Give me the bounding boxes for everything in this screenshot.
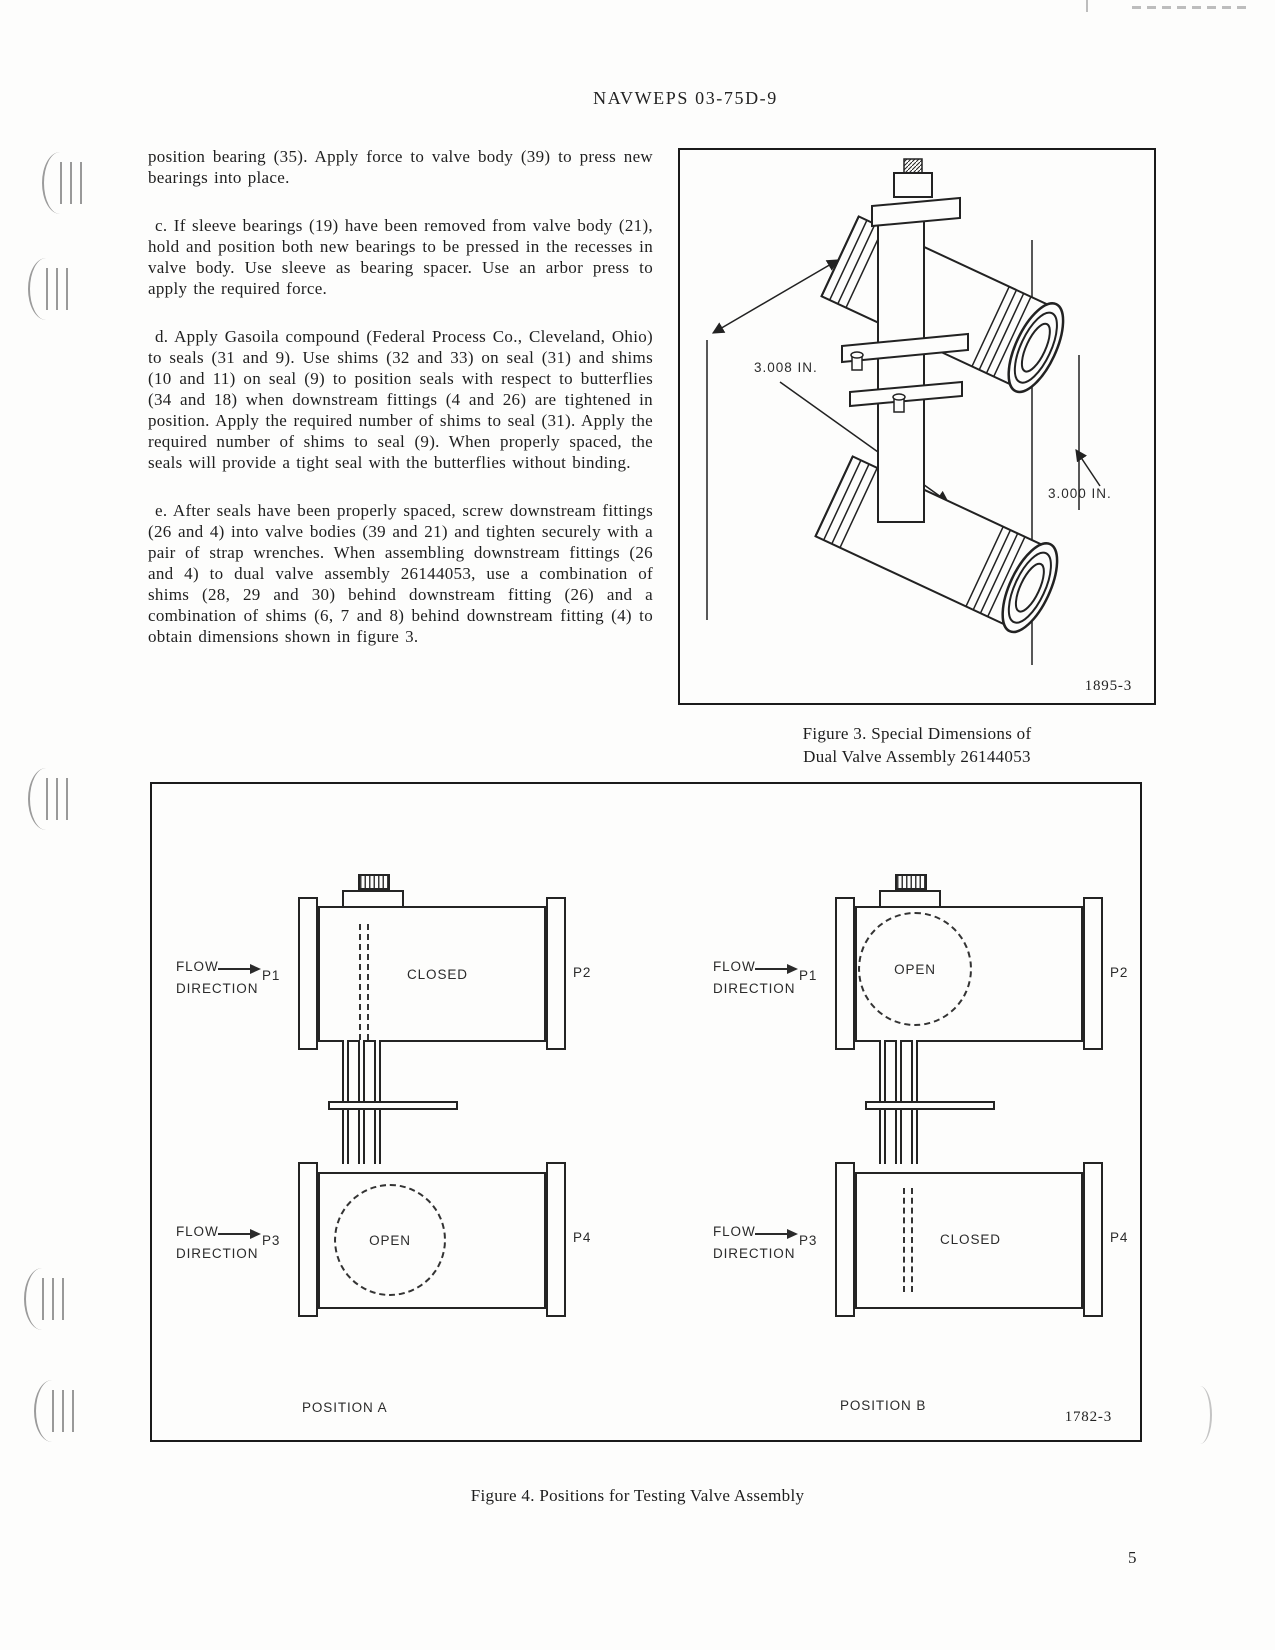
body-text-column: position bearing (35). Apply force to va…	[148, 146, 653, 674]
flange	[1083, 1162, 1103, 1317]
port-label: P2	[573, 965, 592, 980]
port-label: P4	[573, 1230, 592, 1245]
flow-direction-arrow	[218, 1228, 261, 1239]
butterfly-closed-indicator	[903, 1188, 913, 1292]
flow-label: DIRECTION	[713, 981, 796, 996]
port-label: P3	[262, 1233, 281, 1248]
actuator-base	[342, 890, 404, 907]
flow-label: DIRECTION	[176, 1246, 259, 1261]
flow-label: FLOW	[713, 959, 756, 974]
valve-state-label: CLOSED	[940, 1232, 1001, 1247]
dual-valve-assembly-drawing	[706, 158, 1101, 665]
position-b-label: POSITION B	[840, 1398, 927, 1413]
dimension-lower: 3.000 IN.	[1048, 486, 1112, 501]
actuator-base	[879, 890, 941, 907]
paragraph-d: d. Apply Gasoila compound (Federal Proce…	[148, 327, 653, 472]
flange	[298, 897, 318, 1050]
port-label: P1	[799, 968, 818, 983]
flow-label: FLOW	[713, 1224, 756, 1239]
valve-state-label: OPEN	[369, 1232, 411, 1248]
stem-coupler	[865, 1101, 995, 1110]
figure3-caption-line2: Dual Valve Assembly 26144053	[803, 747, 1031, 766]
position-a-label: POSITION A	[302, 1400, 388, 1415]
port-label: P4	[1110, 1230, 1129, 1245]
butterfly-open-indicator: OPEN	[858, 912, 972, 1026]
figure4-plate-number: 1782-3	[1064, 1409, 1112, 1425]
scan-artifact	[1188, 1386, 1212, 1444]
scan-artifact	[1132, 6, 1250, 9]
actuator-knob	[358, 874, 390, 890]
flange	[835, 897, 855, 1050]
paragraph-c: c. If sleeve bearings (19) have been rem…	[148, 216, 653, 298]
stem-coupler	[328, 1101, 458, 1110]
scan-artifact	[1086, 0, 1088, 12]
figure4-caption: Figure 4. Positions for Testing Valve As…	[470, 1486, 805, 1505]
flow-direction-arrow	[755, 1228, 798, 1239]
flange	[835, 1162, 855, 1317]
figure3-caption-line1: Figure 3. Special Dimensions of	[802, 724, 1032, 743]
figure3-frame: 3.008 IN. 3.000 IN. 1895-3	[678, 148, 1156, 705]
flow-direction-arrow	[755, 963, 798, 974]
page-number: 5	[1128, 1548, 1137, 1567]
flow-label: DIRECTION	[713, 1246, 796, 1261]
flange	[298, 1162, 318, 1317]
dimension-upper: 3.008 IN.	[754, 360, 818, 375]
flow-label: FLOW	[176, 1224, 219, 1239]
flow-direction-arrow	[218, 963, 261, 974]
valve-body	[318, 906, 546, 1042]
document-number: NAVWEPS 03-75D-9	[593, 88, 778, 108]
figure4-frame: CLOSED FLOW DIRECTION P1 P2 OPEN FLOW DI…	[150, 782, 1142, 1442]
port-label: P1	[262, 968, 281, 983]
butterfly-closed-indicator	[359, 924, 369, 1040]
figure3-caption: Figure 3. Special Dimensions of Dual Val…	[678, 722, 1156, 768]
actuator-knob	[895, 874, 927, 890]
flange	[546, 1162, 566, 1317]
flange	[1083, 897, 1103, 1050]
valve-state-label: OPEN	[894, 961, 936, 977]
paragraph-e: e. After seals have been properly spaced…	[148, 501, 653, 646]
port-label: P3	[799, 1233, 818, 1248]
valve-state-label: CLOSED	[407, 967, 468, 982]
flange	[546, 897, 566, 1050]
valve-body	[855, 1172, 1083, 1309]
flow-label: DIRECTION	[176, 981, 259, 996]
butterfly-open-indicator: OPEN	[334, 1184, 446, 1296]
paragraph: position bearing (35). Apply force to va…	[148, 147, 653, 187]
flow-label: FLOW	[176, 959, 219, 974]
figure3-plate-number: 1895-3	[1084, 678, 1132, 694]
port-label: P2	[1110, 965, 1129, 980]
